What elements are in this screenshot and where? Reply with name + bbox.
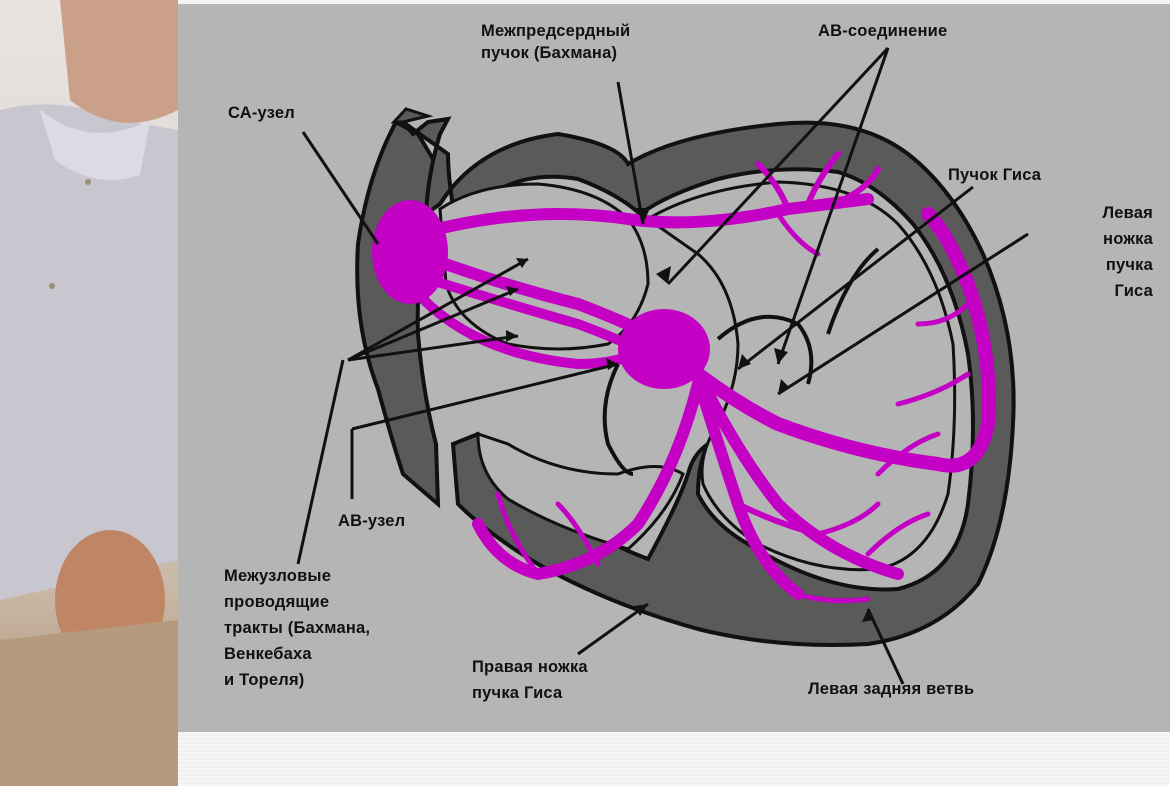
label-internodal-line2: проводящие (224, 593, 329, 613)
label-internodal-line5: и Тореля) (224, 671, 305, 691)
label-left-bundle-branch-line3: пучка (1058, 256, 1153, 276)
label-his-bundle: Пучок Гиса (948, 166, 1041, 186)
label-av-junction: АВ-соединение (818, 22, 947, 42)
label-av-node: АВ-узел (338, 512, 405, 532)
label-internodal-line1: Межузловые (224, 567, 331, 587)
person-photo (0, 0, 178, 786)
label-bachmann-bundle-line1: Межпредсердный (481, 22, 630, 42)
label-left-bundle-branch-line4: Гиса (1058, 282, 1153, 302)
label-internodal-line4: Венкебаха (224, 645, 312, 665)
sa-node-shape (372, 200, 448, 304)
label-right-bundle-branch-line1: Правая ножка (472, 658, 588, 678)
label-right-bundle-branch-line2: пучка Гиса (472, 684, 562, 704)
label-left-posterior-branch: Левая задняя ветвь (808, 680, 974, 700)
bottom-gradient-band (178, 732, 1170, 786)
heart-conduction-diagram: СА-узел Межпредсердный пучок (Бахмана) А… (178, 4, 1170, 732)
label-internodal-line3: тракты (Бахмана, (224, 619, 370, 639)
label-bachmann-bundle-line2: пучок (Бахмана) (481, 44, 617, 64)
background-photo-strip (0, 0, 178, 786)
label-left-bundle-branch-line2: ножка (1058, 230, 1153, 250)
label-sa-node: СА-узел (228, 104, 295, 124)
av-node-shape (618, 309, 710, 389)
label-left-bundle-branch-line1: Левая (1058, 204, 1153, 224)
